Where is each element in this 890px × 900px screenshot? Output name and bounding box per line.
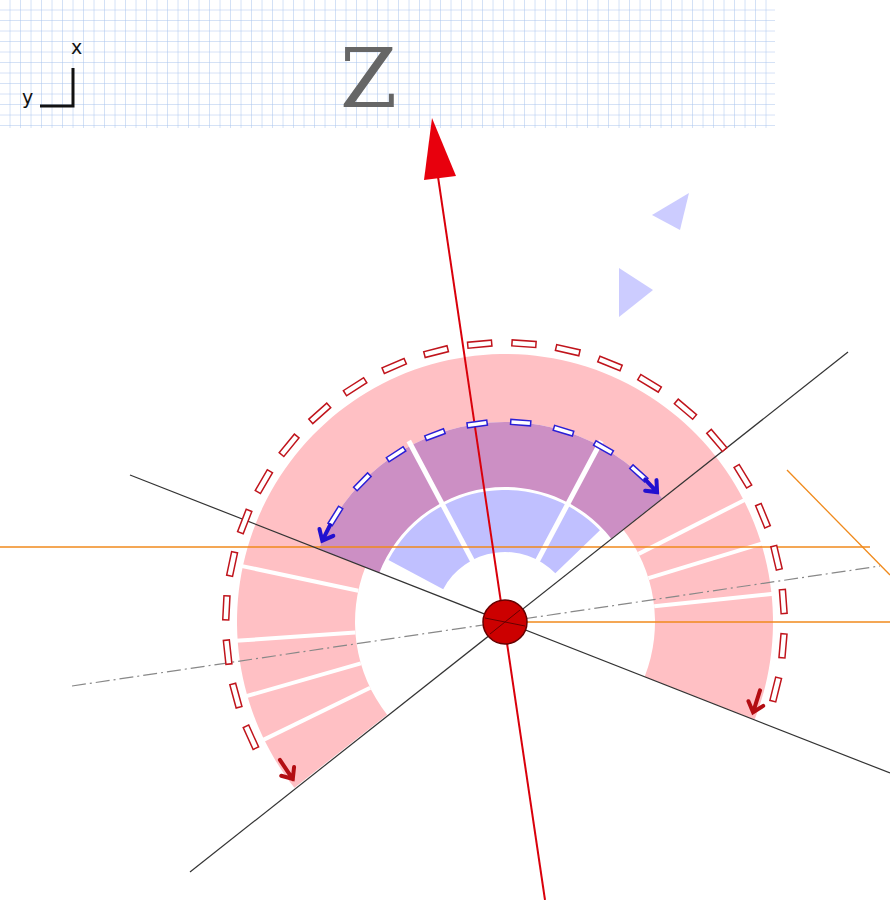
dash-mark <box>511 419 531 426</box>
dash-mark <box>243 725 258 749</box>
triangle-marker <box>619 268 653 317</box>
orange-lines <box>0 470 890 622</box>
rotation-arrow <box>748 690 763 712</box>
segment-gap <box>533 441 601 569</box>
z-axis <box>437 170 545 900</box>
dash-mark <box>328 506 343 526</box>
segment-gap <box>245 663 360 696</box>
segment-gap <box>409 441 477 569</box>
dash-mark <box>770 677 782 702</box>
dash-mark <box>309 403 331 423</box>
dash-mark <box>555 345 580 356</box>
dash-mark <box>424 346 449 358</box>
axis-label: x <box>71 38 82 57</box>
dash-mark <box>279 434 299 456</box>
dash-mark <box>594 441 614 455</box>
dash-mark <box>779 589 787 613</box>
rotation-arrows <box>280 479 763 779</box>
axis-symbol <box>40 68 73 106</box>
segment-gap <box>262 688 370 741</box>
pink-ring <box>237 354 773 788</box>
dash-mark <box>674 399 696 419</box>
dash-mark <box>227 552 238 577</box>
pivot-point <box>483 600 527 644</box>
dash-mark <box>386 447 405 462</box>
dash-mark <box>467 340 491 348</box>
segment-gap <box>236 632 356 640</box>
dash-mark <box>512 340 536 348</box>
segment-gap <box>654 594 773 607</box>
dash-mark <box>255 470 272 494</box>
dash-mark <box>638 375 662 393</box>
segment-gap <box>639 499 746 553</box>
dash-mark <box>467 420 488 428</box>
dash-mark <box>425 429 445 441</box>
rotation-arrow <box>280 760 294 779</box>
pivot-mark <box>490 610 520 634</box>
axis-label: y <box>22 88 33 107</box>
dash-mark <box>553 425 574 436</box>
rotation-arrow <box>645 479 657 492</box>
rotation-arrow <box>319 525 333 541</box>
dash-mark <box>223 640 232 665</box>
grid-paper <box>0 0 775 128</box>
segment-gap <box>648 543 763 578</box>
dash-mark <box>238 509 252 534</box>
z-arrowhead <box>424 118 456 180</box>
dash-mark <box>707 429 727 451</box>
dash-mark <box>734 464 752 488</box>
dash-mark <box>343 378 366 396</box>
dash-dot-line <box>72 566 880 686</box>
dash-mark <box>382 358 406 373</box>
dash-mark <box>598 356 622 371</box>
reference-lines <box>130 352 890 872</box>
ring-segments <box>236 354 774 788</box>
triangle-marker <box>652 193 689 230</box>
dash-mark <box>756 503 771 527</box>
axis-title: Z <box>340 38 397 120</box>
dash-mark <box>223 596 230 620</box>
dash-mark <box>779 634 787 658</box>
dash-marks <box>223 340 787 750</box>
dash-mark <box>354 473 372 491</box>
dash-mark <box>230 683 242 708</box>
dash-mark <box>771 545 782 570</box>
segment-gap <box>241 566 358 591</box>
